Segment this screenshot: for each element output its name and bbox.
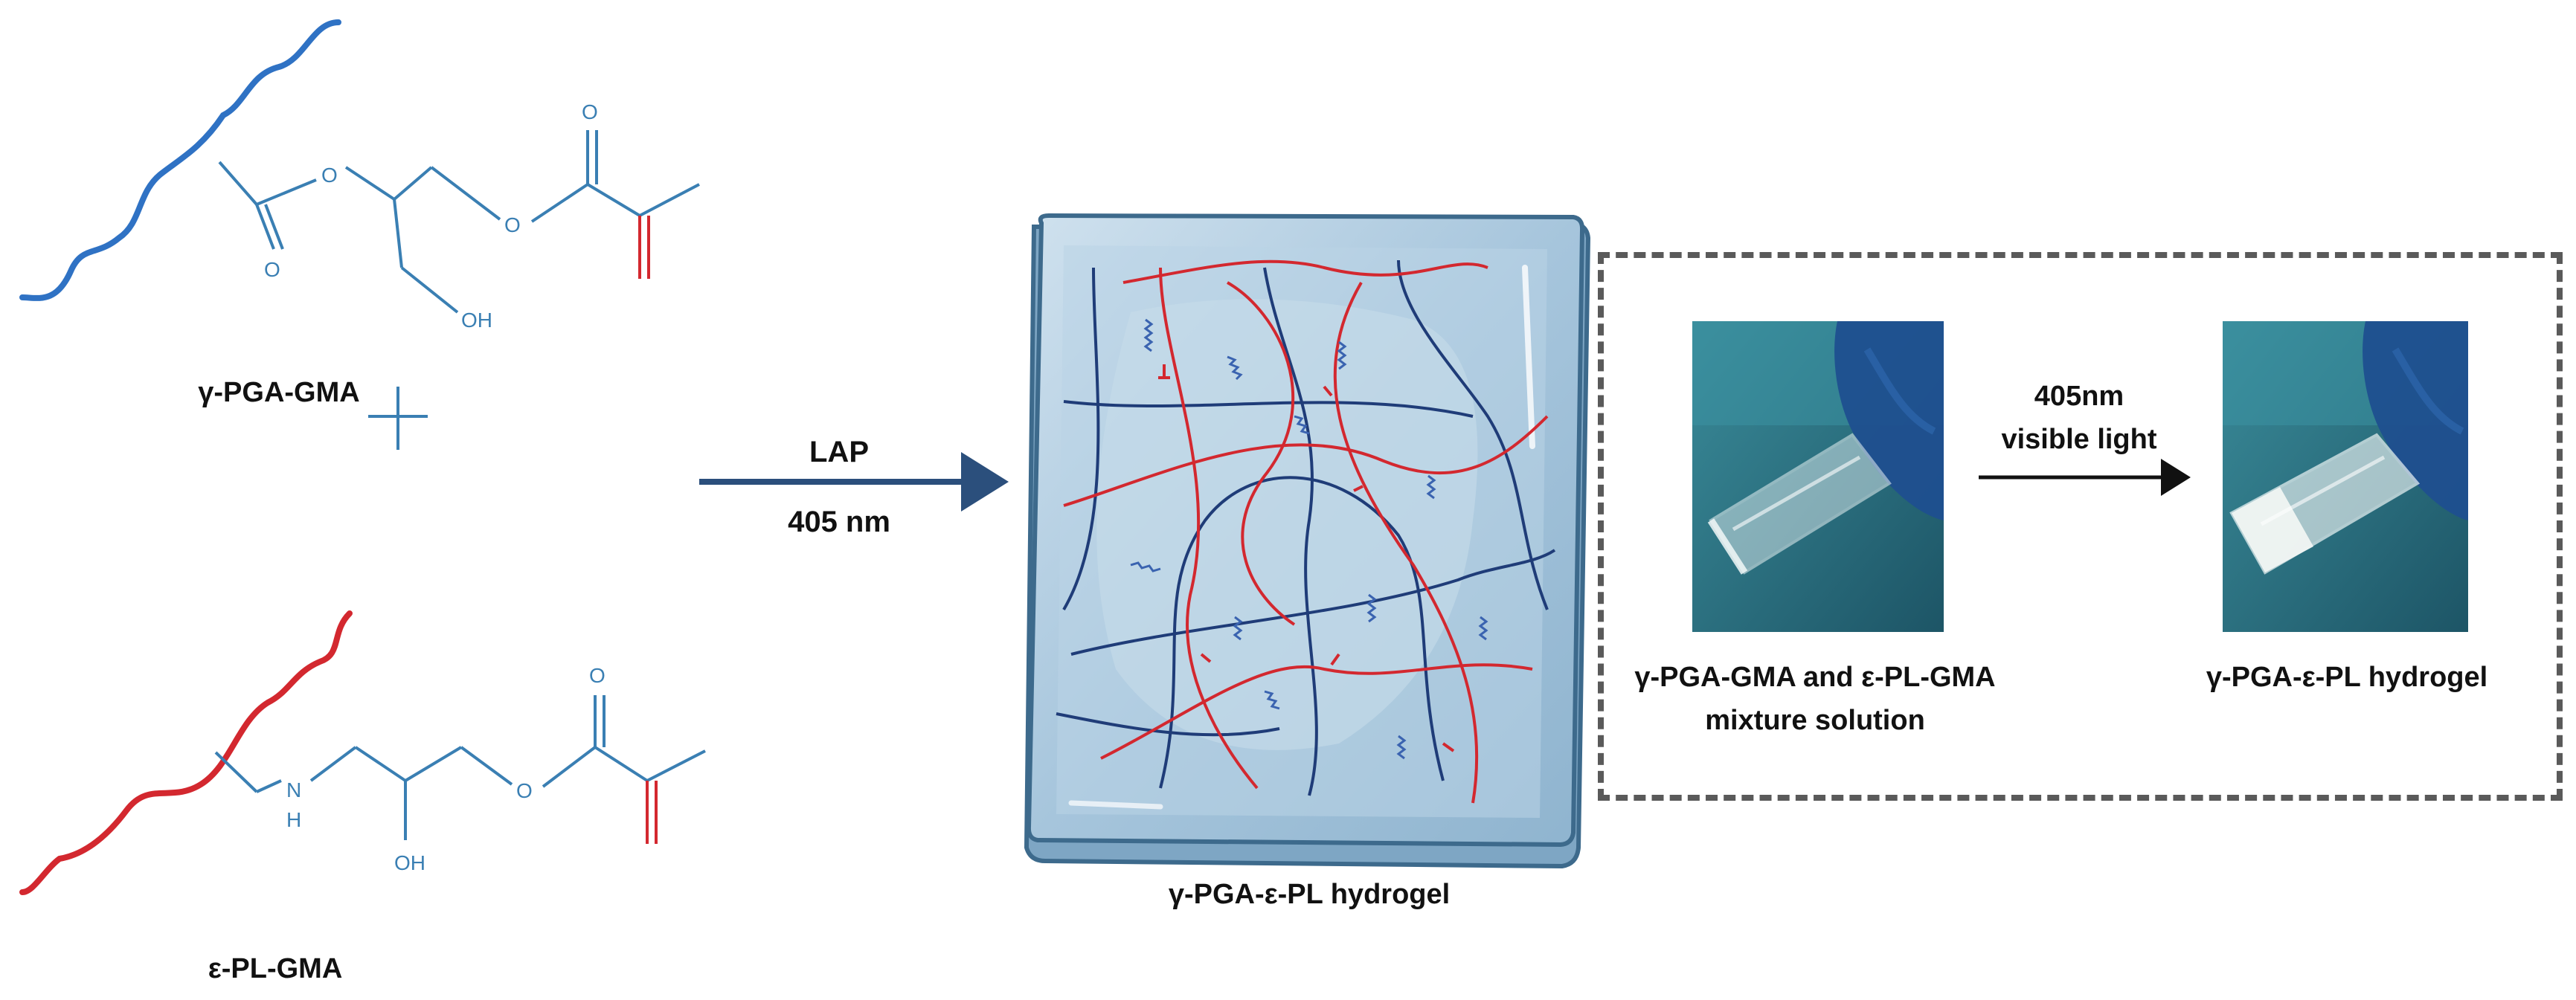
pga-gma-label: γ-PGA-GMA	[198, 377, 360, 408]
pga-gma-structure: O O O O OH	[19, 19, 700, 332]
pl-gma-label: ε-PL-GMA	[208, 953, 343, 984]
pga-ester-o2: O	[504, 213, 521, 236]
photo-mixture-solution	[1692, 321, 1944, 632]
pga-oh: OH	[461, 309, 492, 332]
pl-ester-o: O	[516, 779, 533, 802]
pl-amine-n: N	[286, 778, 301, 801]
photo-panel-frame	[1598, 252, 2563, 801]
pga-carbonyl-o: O	[264, 258, 280, 281]
after-caption: γ-PGA-ε-PL hydrogel	[2206, 662, 2488, 693]
pl-oh: OH	[394, 851, 425, 874]
pga-carbonyl-o2: O	[582, 100, 598, 123]
wavelength-label: 405 nm	[788, 506, 890, 538]
before-caption-line1: γ-PGA-GMA and ε-PL-GMA	[1634, 662, 1996, 693]
photo-hydrogel	[2223, 321, 2468, 632]
light-arrow-label-1: 405nm	[2034, 381, 2124, 412]
plus-icon	[368, 387, 428, 450]
reagent-label: LAP	[809, 436, 869, 468]
pga-backbone	[19, 19, 341, 301]
hydrogel-label: γ-PGA-ε-PL hydrogel	[1168, 879, 1451, 910]
light-arrow-label-2: visible light	[2001, 424, 2157, 455]
pga-ester-o1: O	[321, 164, 338, 187]
pl-carbonyl-o: O	[589, 664, 606, 687]
hydrogel-block	[1024, 213, 1591, 869]
pl-amine-h: H	[286, 808, 301, 831]
pl-gma-structure: N H OH O O	[19, 610, 706, 895]
pl-backbone	[19, 610, 353, 895]
before-caption-line2: mixture solution	[1705, 705, 1925, 736]
